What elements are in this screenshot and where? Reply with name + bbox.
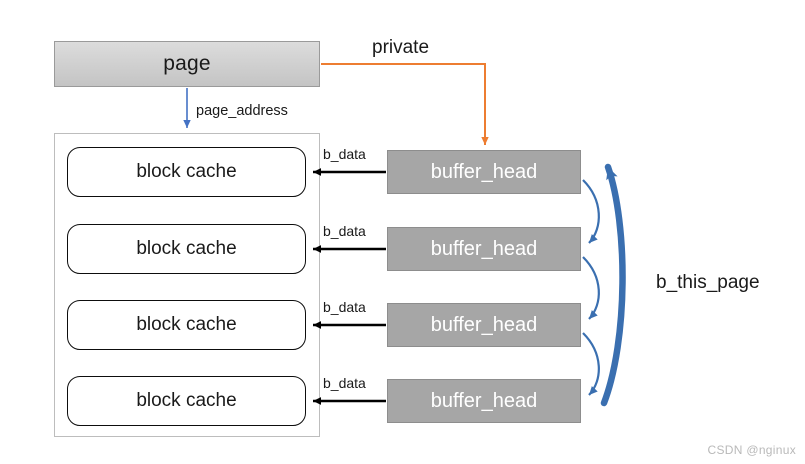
b-data-label-2: b_data [323,223,366,239]
b-this-page-arc-4-1 [600,163,626,407]
buffer-head-label: buffer_head [430,389,538,412]
buffer-head-box-3: buffer_head [387,303,581,347]
buffer-head-label: buffer_head [430,237,538,260]
private-arrow [321,63,489,145]
b-this-page-label: b_this_page [656,272,760,293]
page-address-label: page_address [196,103,288,119]
b-data-label-3: b_data [323,299,366,315]
private-label: private [372,37,430,58]
block-cache-label: block cache [136,314,237,335]
buffer-head-box-4: buffer_head [387,379,581,423]
block-cache-label: block cache [136,161,237,182]
b-this-page-arc-2-3 [582,256,600,320]
page-box-label: page [163,52,211,75]
block-cache-box-3: block cache [67,300,306,350]
buffer-head-label: buffer_head [430,313,538,336]
b-data-label-1: b_data [323,146,366,162]
buffer-head-label: buffer_head [430,160,538,183]
b-this-page-arc-3-4 [582,332,600,396]
block-cache-box-2: block cache [67,224,306,274]
block-cache-box-4: block cache [67,376,306,426]
buffer-head-box-2: buffer_head [387,227,581,271]
buffer-head-box-1: buffer_head [387,150,581,194]
block-cache-label: block cache [136,390,237,411]
watermark: CSDN @nginux [707,443,796,457]
b-this-page-arc-1-2 [582,179,600,244]
page-box: page [54,41,320,87]
block-cache-box-1: block cache [67,147,306,197]
b-data-label-4: b_data [323,375,366,391]
block-cache-label: block cache [136,238,237,259]
